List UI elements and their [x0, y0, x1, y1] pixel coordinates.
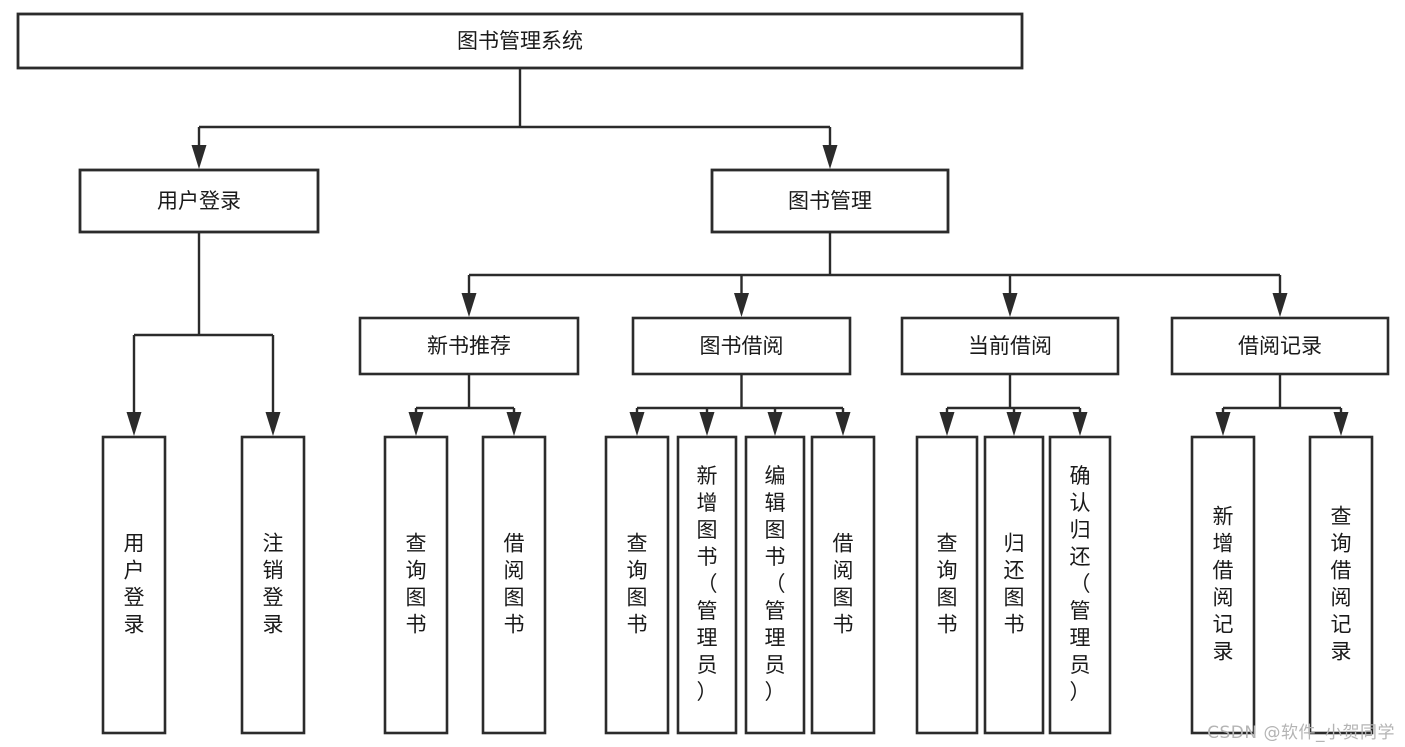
node-n_user_login[interactable]: 用户登录 [78, 168, 320, 234]
node-box[interactable] [744, 435, 806, 735]
node-l_bb_borrow[interactable]: 借阅图书 [810, 435, 876, 735]
node-l_bl_query[interactable]: 查询借阅记录 [1308, 435, 1374, 735]
node-box[interactable] [1048, 435, 1112, 735]
node-label: 新增图书（管理员） [697, 464, 718, 704]
arrow-head-icon [1333, 412, 1349, 436]
arrow-head-icon [1006, 412, 1022, 436]
arrow-head-icon [822, 145, 838, 169]
node-box[interactable] [16, 12, 1024, 70]
node-l_cb_confirm[interactable]: 确认归还（管理员） [1048, 435, 1112, 735]
arrow-head-icon [191, 145, 207, 169]
arrow-head-icon [1272, 293, 1288, 317]
arrow-head-icon [126, 412, 142, 436]
node-l_rec_borrow[interactable]: 借阅图书 [481, 435, 547, 735]
node-label: 编辑图书（管理员） [765, 464, 786, 704]
connector-group-n_new_book_rec [408, 374, 522, 436]
connector-layer [126, 68, 1349, 436]
node-label: 查询图书 [406, 532, 427, 637]
node-l_bb_query[interactable]: 查询图书 [604, 435, 670, 735]
node-label: 查询图书 [937, 532, 958, 637]
connector-group-n_borrow_log [1215, 374, 1349, 436]
arrow-head-icon [835, 412, 851, 436]
node-n_new_book_rec[interactable]: 新书推荐 [358, 316, 580, 376]
node-label: 图书借阅 [700, 334, 784, 358]
node-box[interactable] [240, 435, 306, 735]
node-box[interactable] [676, 435, 738, 735]
node-label: 图书管理系统 [457, 29, 583, 53]
node-label: 当前借阅 [968, 334, 1052, 358]
node-layer: 图书管理系统用户登录图书管理新书推荐图书借阅当前借阅借阅记录用户登录注销登录查询… [16, 12, 1390, 735]
node-l_user_login[interactable]: 用户登录 [101, 435, 167, 735]
connector-group-n_book_mgmt [461, 232, 1288, 317]
node-box[interactable] [1170, 316, 1390, 376]
node-label: 归还图书 [1004, 532, 1025, 637]
node-box[interactable] [710, 168, 950, 234]
node-box[interactable] [358, 316, 580, 376]
node-box[interactable] [810, 435, 876, 735]
node-l_rec_query[interactable]: 查询图书 [383, 435, 449, 735]
node-label: 图书管理 [788, 189, 872, 213]
node-label: 用户登录 [157, 189, 241, 213]
node-l_bl_add[interactable]: 新增借阅记录 [1190, 435, 1256, 735]
node-label: 用户登录 [124, 532, 145, 637]
node-l_cb_return[interactable]: 归还图书 [983, 435, 1045, 735]
arrow-head-icon [506, 412, 522, 436]
connector-group-root [191, 68, 838, 169]
node-box[interactable] [78, 168, 320, 234]
node-label: 借阅图书 [833, 532, 854, 637]
arrow-head-icon [1215, 412, 1231, 436]
node-box[interactable] [383, 435, 449, 735]
arrow-head-icon [767, 412, 783, 436]
arrow-head-icon [734, 293, 749, 317]
node-label: 借阅图书 [504, 532, 525, 637]
arrow-head-icon [699, 412, 715, 436]
connector-group-n_cur_borrow [939, 374, 1088, 436]
node-box[interactable] [631, 316, 852, 376]
node-l_user_logout[interactable]: 注销登录 [240, 435, 306, 735]
node-box[interactable] [1308, 435, 1374, 735]
node-box[interactable] [481, 435, 547, 735]
arrow-head-icon [461, 293, 477, 317]
node-label: 注销登录 [263, 532, 284, 637]
node-l_bb_edit[interactable]: 编辑图书（管理员） [744, 435, 806, 735]
node-box[interactable] [983, 435, 1045, 735]
node-box[interactable] [101, 435, 167, 735]
connector-group-n_book_borrow [629, 374, 851, 436]
arrow-head-icon [1072, 412, 1088, 436]
arrow-head-icon [629, 412, 645, 436]
node-n_book_borrow[interactable]: 图书借阅 [631, 316, 852, 376]
node-label: 新增借阅记录 [1213, 505, 1234, 664]
node-label: 新书推荐 [427, 334, 511, 358]
node-label: 确认归还（管理员） [1070, 464, 1091, 704]
node-label: 查询借阅记录 [1331, 505, 1352, 664]
arrow-head-icon [265, 412, 281, 436]
node-label: 借阅记录 [1238, 334, 1322, 358]
node-box[interactable] [1190, 435, 1256, 735]
node-l_bb_add[interactable]: 新增图书（管理员） [676, 435, 738, 735]
node-root[interactable]: 图书管理系统 [16, 12, 1024, 70]
csdn-watermark: CSDN @软件_小贺同学 [1207, 723, 1395, 743]
node-label: 查询图书 [627, 532, 648, 637]
node-box[interactable] [900, 316, 1120, 376]
node-box[interactable] [915, 435, 979, 735]
node-box[interactable] [604, 435, 670, 735]
arrow-head-icon [1002, 293, 1018, 317]
node-n_cur_borrow[interactable]: 当前借阅 [900, 316, 1120, 376]
arrow-head-icon [408, 412, 424, 436]
connector-group-n_user_login [126, 232, 281, 436]
arrow-head-icon [939, 412, 955, 436]
node-n_book_mgmt[interactable]: 图书管理 [710, 168, 950, 234]
node-l_cb_query[interactable]: 查询图书 [915, 435, 979, 735]
node-n_borrow_log[interactable]: 借阅记录 [1170, 316, 1390, 376]
